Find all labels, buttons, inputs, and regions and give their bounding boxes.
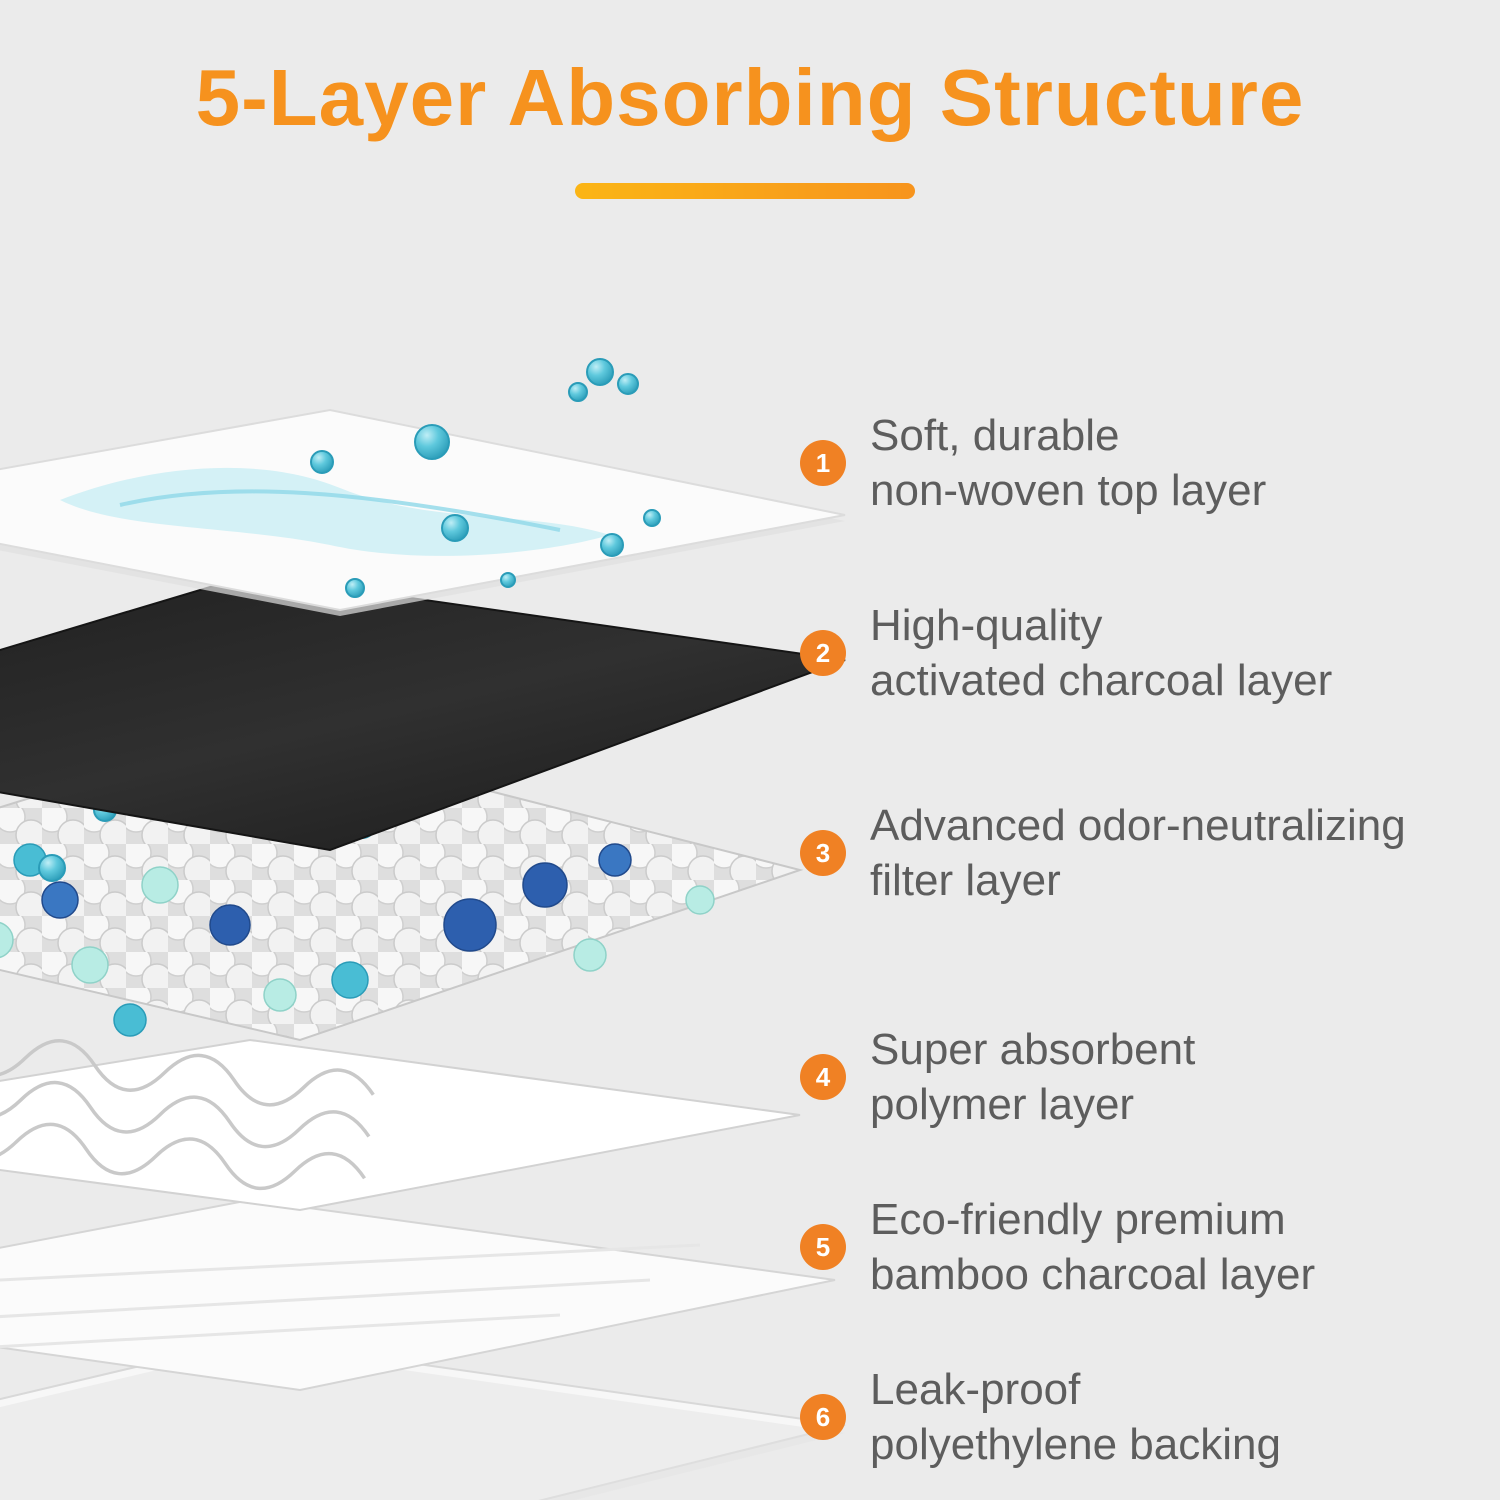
callout-6-number-badge: 6 xyxy=(800,1394,846,1440)
callout-3: 3 Advanced odor-neutralizing filter laye… xyxy=(800,798,1470,908)
callout-5-label: Eco-friendly premium bamboo charcoal lay… xyxy=(870,1195,1316,1299)
callout-4-number-badge: 4 xyxy=(800,1054,846,1100)
page-title: 5-Layer Absorbing Structure xyxy=(195,53,1305,142)
layer-bamboo-charcoal xyxy=(0,1198,836,1392)
layer-leakproof-backing xyxy=(0,1338,846,1500)
callout-6-label: Leak-proof polyethylene backing xyxy=(870,1365,1281,1469)
water-droplets-splash xyxy=(310,358,661,598)
callout-4: 4 Super absorbent polymer layer xyxy=(800,1022,1470,1132)
callout-6: 6 Leak-proof polyethylene backing xyxy=(800,1362,1470,1472)
callout-1-label: Soft, durable non-woven top layer xyxy=(870,411,1267,515)
callout-3-number-badge: 3 xyxy=(800,830,846,876)
callout-4-label: Super absorbent polymer layer xyxy=(870,1025,1196,1129)
layer-absorbent-polymer xyxy=(0,1009,801,1212)
callout-2-label: High-quality activated charcoal layer xyxy=(870,601,1333,705)
callout-2: 2 High-quality activated charcoal layer xyxy=(800,598,1470,708)
callout-3-label: Advanced odor-neutralizing filter layer xyxy=(870,801,1406,905)
callout-2-number-badge: 2 xyxy=(800,630,846,676)
callout-5: 5 Eco-friendly premium bamboo charcoal l… xyxy=(800,1192,1470,1302)
layer-activated-charcoal xyxy=(0,573,846,852)
callout-1-number-badge: 1 xyxy=(800,440,846,486)
layers-illustration xyxy=(0,358,846,1500)
callout-5-number-badge: 5 xyxy=(800,1224,846,1270)
title-underline xyxy=(575,183,915,199)
callout-1: 1 Soft, durable non-woven top layer xyxy=(800,408,1470,518)
layer-nonwoven-top xyxy=(0,408,846,616)
